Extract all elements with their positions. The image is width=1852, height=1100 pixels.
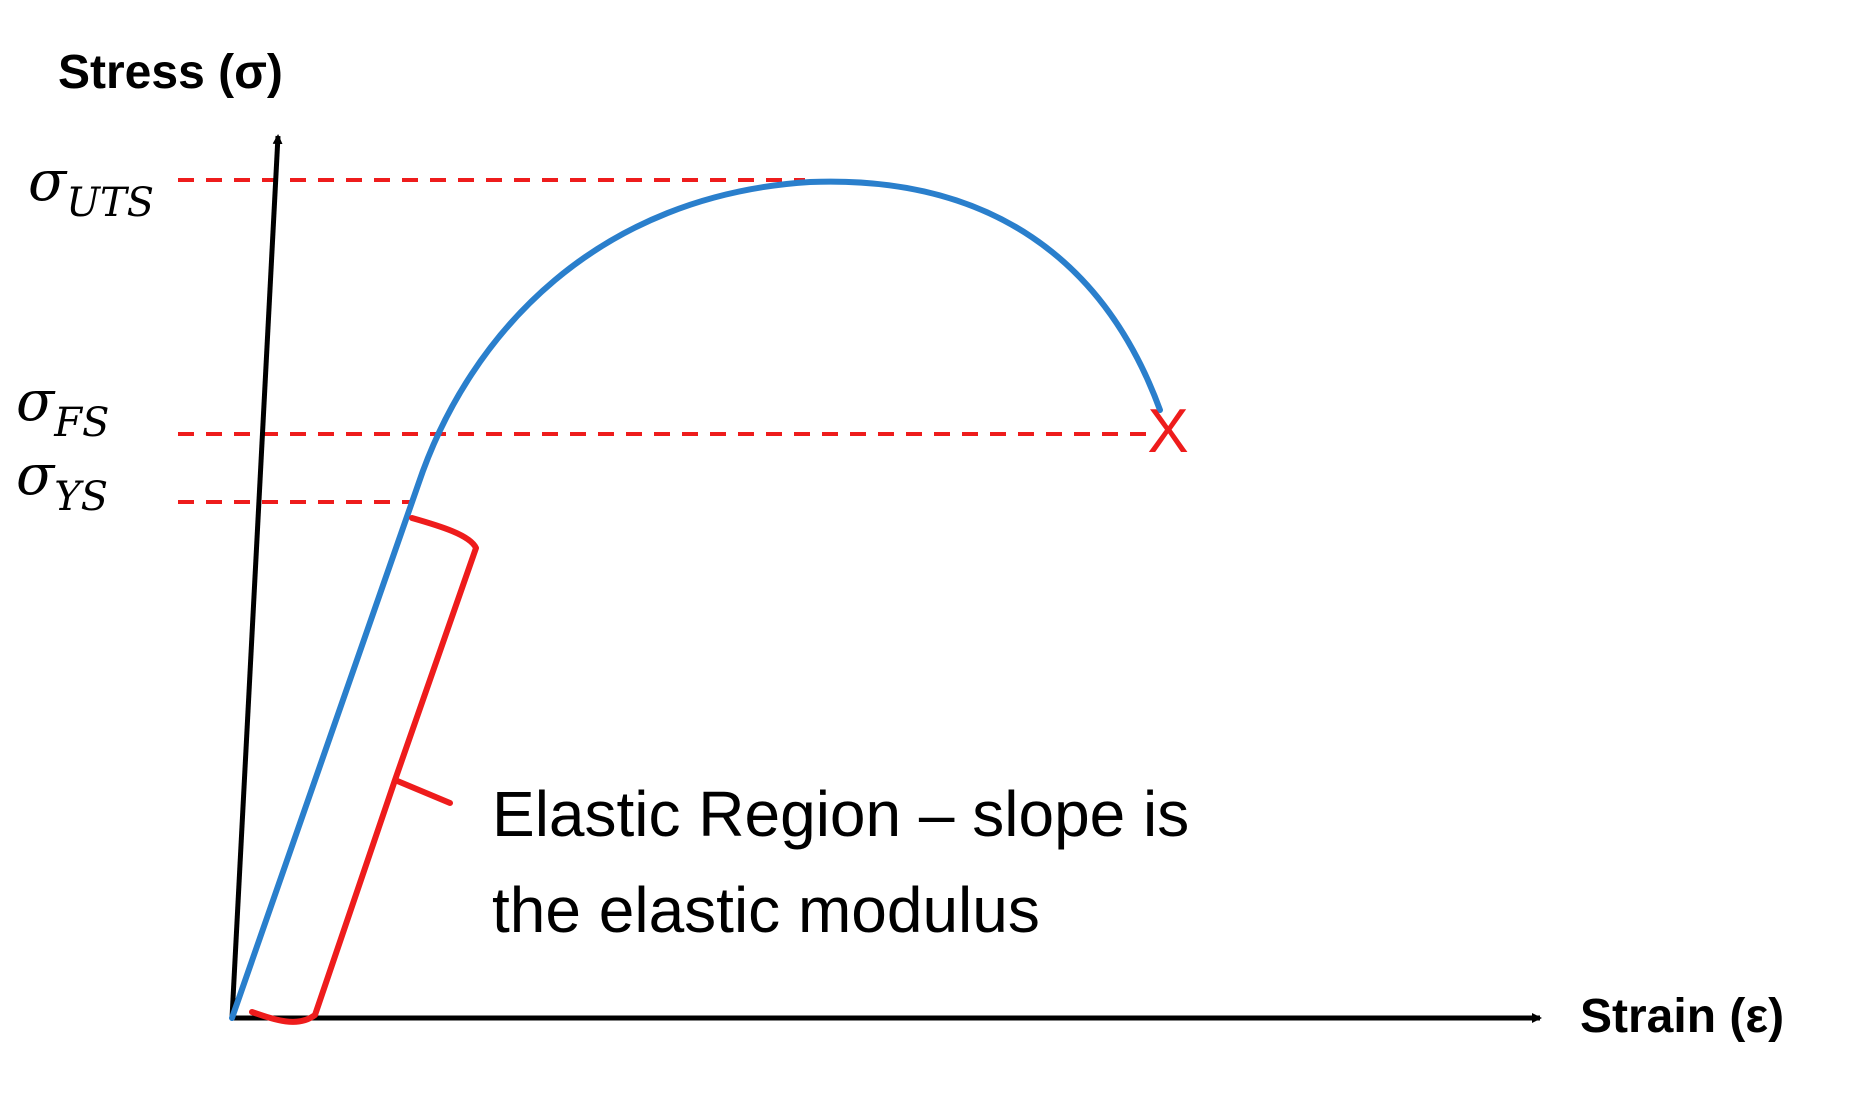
sigma-ys-subscript: YS	[54, 474, 108, 520]
sigma-fs-subscript: FS	[53, 400, 109, 446]
sigma-uts-label: σUTS	[28, 149, 154, 226]
y-axis-title: Stress (σ)	[58, 46, 283, 99]
elastic-region-brace	[249, 515, 479, 1025]
sigma-uts-symbol: σ	[28, 149, 68, 214]
sigma-fs-symbol: σ	[16, 369, 56, 434]
elastic-region-annotation-line2: the elastic modulus	[492, 874, 1040, 946]
elastic-region-annotation-line1: Elastic Region – slope is	[492, 778, 1189, 850]
fracture-x-mark: X	[1147, 397, 1188, 466]
sigma-ys-label: σYS	[16, 443, 108, 520]
sigma-uts-subscript: UTS	[66, 180, 154, 226]
y-axis	[229, 134, 283, 1019]
sigma-fs-label: σFS	[16, 369, 109, 446]
stress-strain-curve	[229, 178, 1163, 1021]
sigma-ys-symbol: σ	[16, 443, 56, 508]
x-axis-title: Strain (ε)	[1580, 990, 1784, 1043]
